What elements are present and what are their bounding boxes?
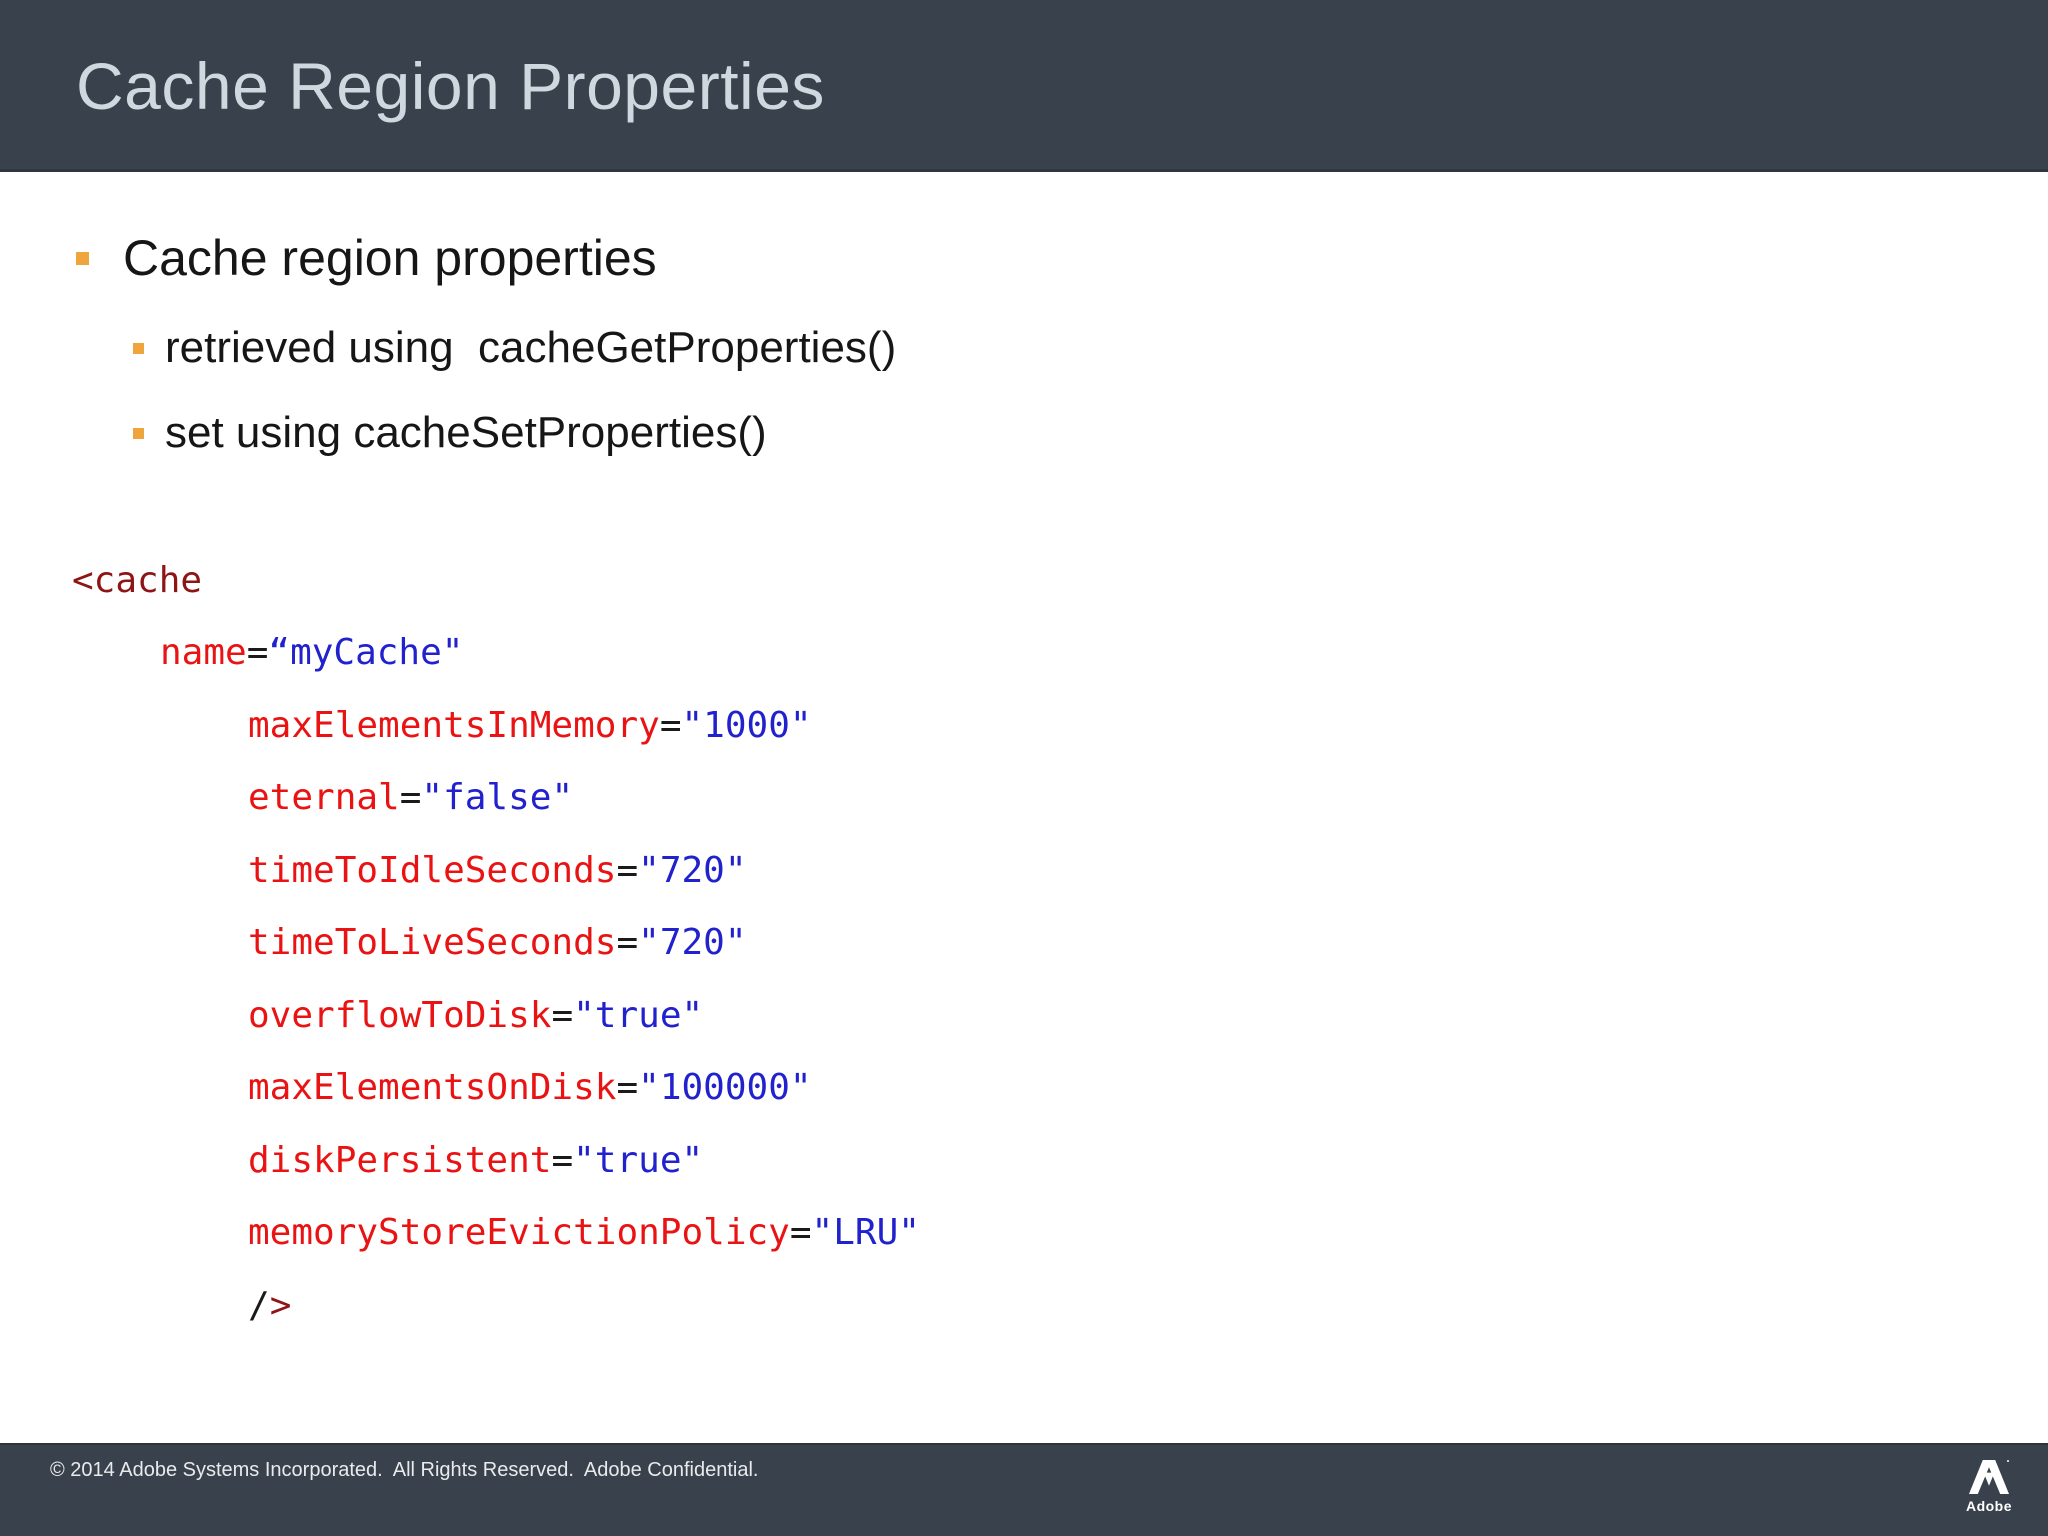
- code-token-plain: =: [616, 1067, 639, 1109]
- code-token-attr: timeToIdleSeconds: [248, 849, 617, 891]
- adobe-a-icon: [1969, 1460, 2009, 1494]
- copyright-text: © 2014 Adobe Systems Incorporated. All R…: [50, 1459, 759, 1481]
- code-token-plain: /: [248, 1284, 270, 1326]
- bullet-text: set using cacheSetProperties(): [165, 408, 767, 457]
- bullet-text: Cache region properties: [123, 230, 657, 286]
- code-line: overflowToDisk="true": [0, 979, 2048, 1052]
- code-line: memoryStoreEvictionPolicy="LRU": [0, 1197, 2048, 1270]
- code-token-plain: =: [616, 849, 639, 891]
- code-token-attr: maxElementsInMemory: [248, 704, 660, 746]
- page-title: Cache Region Properties: [76, 49, 825, 123]
- code-token-value: “myCache": [268, 632, 464, 674]
- code-line: maxElementsInMemory="1000": [0, 689, 2048, 762]
- code-token-plain: =: [789, 1212, 812, 1254]
- code-line: />: [0, 1269, 2048, 1342]
- code-line: diskPersistent="true": [0, 1124, 2048, 1197]
- code-token-attr: eternal: [248, 777, 400, 819]
- code-line: name=“myCache": [0, 617, 2048, 690]
- code-token-attr: diskPersistent: [248, 1139, 552, 1181]
- code-token-attr: maxElementsOnDisk: [248, 1067, 617, 1109]
- bullet-item-cache-region-properties: Cache region properties: [76, 228, 657, 288]
- code-token-value: "true": [573, 1139, 704, 1181]
- adobe-logo: Adobe: [1963, 1460, 2015, 1514]
- code-token-attr: timeToLiveSeconds: [248, 922, 617, 964]
- code-line: maxElementsOnDisk="100000": [0, 1052, 2048, 1125]
- code-token-value: "1000": [681, 704, 812, 746]
- code-token-plain: =: [551, 1139, 574, 1181]
- bullet-square-icon: [133, 342, 144, 354]
- code-line: timeToIdleSeconds="720": [0, 834, 2048, 907]
- slide-header: Cache Region Properties: [0, 0, 2048, 172]
- slide-footer: © 2014 Adobe Systems Incorporated. All R…: [0, 1443, 2048, 1536]
- bullet-square-icon: [133, 427, 144, 439]
- code-token-value: "100000": [638, 1067, 812, 1109]
- code-token-plain: =: [399, 777, 422, 819]
- code-token-value: "720": [638, 849, 747, 891]
- code-token-plain: =: [659, 704, 682, 746]
- code-token-value: "LRU": [811, 1212, 920, 1254]
- code-token-plain: =: [246, 632, 269, 674]
- code-token-value: "true": [573, 994, 704, 1036]
- code-token-attr: memoryStoreEvictionPolicy: [248, 1212, 790, 1254]
- code-token-attr: name: [160, 632, 247, 674]
- bullet-text: retrieved using cacheGetProperties(): [165, 323, 897, 372]
- code-token-value: "false": [421, 777, 574, 819]
- code-line: timeToLiveSeconds="720": [0, 907, 2048, 980]
- code-line: <cache: [0, 544, 2048, 617]
- code-token-tag: <cache: [72, 559, 203, 601]
- code-token-plain: =: [551, 994, 574, 1036]
- code-token-plain: =: [616, 922, 639, 964]
- bullet-item-retrieved-using: retrieved using cacheGetProperties(): [133, 320, 896, 376]
- code-token-attr: overflowToDisk: [248, 994, 552, 1036]
- code-line: eternal="false": [0, 762, 2048, 835]
- bullet-item-set-using: set using cacheSetProperties(): [133, 405, 767, 461]
- adobe-wordmark: Adobe: [1965, 1498, 2013, 1514]
- code-token-tag: >: [269, 1284, 292, 1326]
- code-token-value: "720": [638, 922, 747, 964]
- bullet-square-icon: [76, 251, 89, 265]
